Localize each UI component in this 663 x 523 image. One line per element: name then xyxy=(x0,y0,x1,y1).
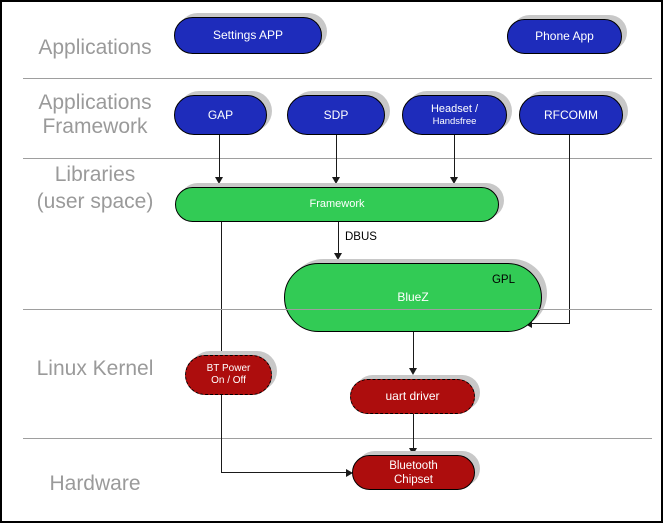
layer-divider-kernel xyxy=(23,438,652,439)
layer-label-applications-framework: Applications Framework xyxy=(15,91,175,139)
node-label: On / Off xyxy=(211,375,246,386)
node-settings-app: Settings APP xyxy=(174,17,322,54)
layer-label-hardware: Hardware xyxy=(15,471,175,496)
layer-label-line: Libraries xyxy=(54,163,136,186)
layer-label-libraries: Libraries (user space) xyxy=(15,161,175,215)
edge-rfcomm-to-bluez-horizontal-line xyxy=(532,323,570,324)
edge-rfcomm-to-bluez-vertical-line xyxy=(569,135,570,324)
layer-label-line: Applications xyxy=(38,91,152,114)
node-headset-handsfree: Headset / Handsfree xyxy=(402,95,507,135)
layer-label-line: Hardware xyxy=(49,472,141,495)
node-label: BT Power xyxy=(206,363,251,374)
edge-framework-to-bluez-line xyxy=(338,222,339,253)
arrowhead-headset-to-framework xyxy=(450,177,458,184)
edge-framework-to-chipset-horizontal-line xyxy=(221,472,347,473)
gpl-badge: GPL xyxy=(491,274,515,286)
node-label: uart driver xyxy=(385,389,440,404)
node-framework: Framework xyxy=(175,187,499,222)
layer-divider-framework xyxy=(23,158,652,159)
layer-label-line: Framework xyxy=(42,115,148,138)
layer-divider-libraries xyxy=(23,309,652,310)
node-label: BlueZ xyxy=(397,290,429,305)
arrowhead-gap-to-framework xyxy=(215,177,223,184)
node-rfcomm: RFCOMM xyxy=(519,95,623,135)
dbus-edge-label: DBUS xyxy=(345,231,377,243)
layer-label-line: Linux Kernel xyxy=(36,357,154,380)
node-label: Framework xyxy=(309,197,365,210)
edge-uart-to-chipset-line xyxy=(413,414,414,448)
node-bluetooth-chipset: Bluetooth Chipset xyxy=(352,455,475,490)
layer-label-line: Applications xyxy=(38,36,152,59)
edge-bluez-to-uart-line xyxy=(413,332,414,368)
edge-gap-to-framework-line xyxy=(219,135,220,177)
node-uart-driver: uart driver xyxy=(350,379,475,414)
node-label: Phone App xyxy=(535,29,594,44)
node-label: Chipset xyxy=(394,473,433,486)
node-bluez: GPL BlueZ xyxy=(284,263,542,332)
arrowhead-framework-to-chipset xyxy=(346,469,353,477)
node-label: GAP xyxy=(207,107,234,122)
layer-label-linux-kernel: Linux Kernel xyxy=(15,356,175,381)
arrowhead-uart-to-chipset xyxy=(409,448,417,455)
edge-headset-to-framework-line xyxy=(454,135,455,177)
layer-divider-applications xyxy=(23,78,652,79)
node-label: Settings APP xyxy=(212,28,284,43)
layer-label-applications: Applications xyxy=(15,35,175,60)
arrowhead-sdp-to-framework xyxy=(332,177,340,184)
layer-label-line: (user space) xyxy=(36,190,154,213)
arrowhead-framework-to-bluez xyxy=(334,253,342,260)
node-label: SDP xyxy=(323,107,349,122)
node-label: RFCOMM xyxy=(544,107,598,122)
node-phone-app: Phone App xyxy=(507,19,622,54)
node-label: Headset / xyxy=(430,102,479,115)
edge-sdp-to-framework-line xyxy=(336,135,337,177)
node-label: Handsfree xyxy=(432,115,477,127)
node-sdp: SDP xyxy=(287,95,385,135)
node-label: Bluetooth xyxy=(389,459,438,472)
node-bt-power-on-off: BT Power On / Off xyxy=(185,355,272,395)
arrowhead-bluez-to-uart xyxy=(409,368,417,375)
node-gap: GAP xyxy=(174,95,267,135)
edge-framework-to-chipset-vertical-line xyxy=(221,222,222,473)
